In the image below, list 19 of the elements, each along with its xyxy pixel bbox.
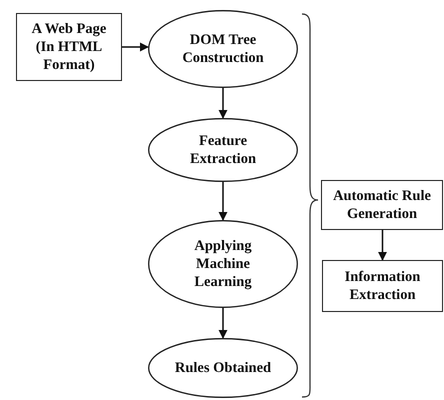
node-label: Automatic Rule Generation — [332, 186, 432, 224]
arrow — [122, 42, 149, 52]
process-ellipse — [148, 118, 298, 182]
node-label: A Web Page (In HTML Format) — [30, 20, 108, 74]
process-box — [321, 180, 443, 230]
process-ellipse — [148, 10, 298, 88]
process-box — [16, 13, 122, 81]
node-label: Rules Obtained — [174, 358, 272, 378]
arrow — [218, 308, 228, 339]
process-box — [322, 260, 443, 312]
node-label: Feature Extraction — [188, 132, 258, 168]
node-label: DOM Tree Construction — [181, 30, 265, 68]
arrow — [218, 182, 228, 221]
node-label: Information Extraction — [344, 268, 422, 304]
process-ellipse — [148, 338, 298, 398]
process-ellipse — [148, 220, 298, 308]
arrow — [218, 88, 228, 119]
node-label: Applying Machine Learning — [193, 236, 253, 292]
arrow — [378, 230, 387, 261]
